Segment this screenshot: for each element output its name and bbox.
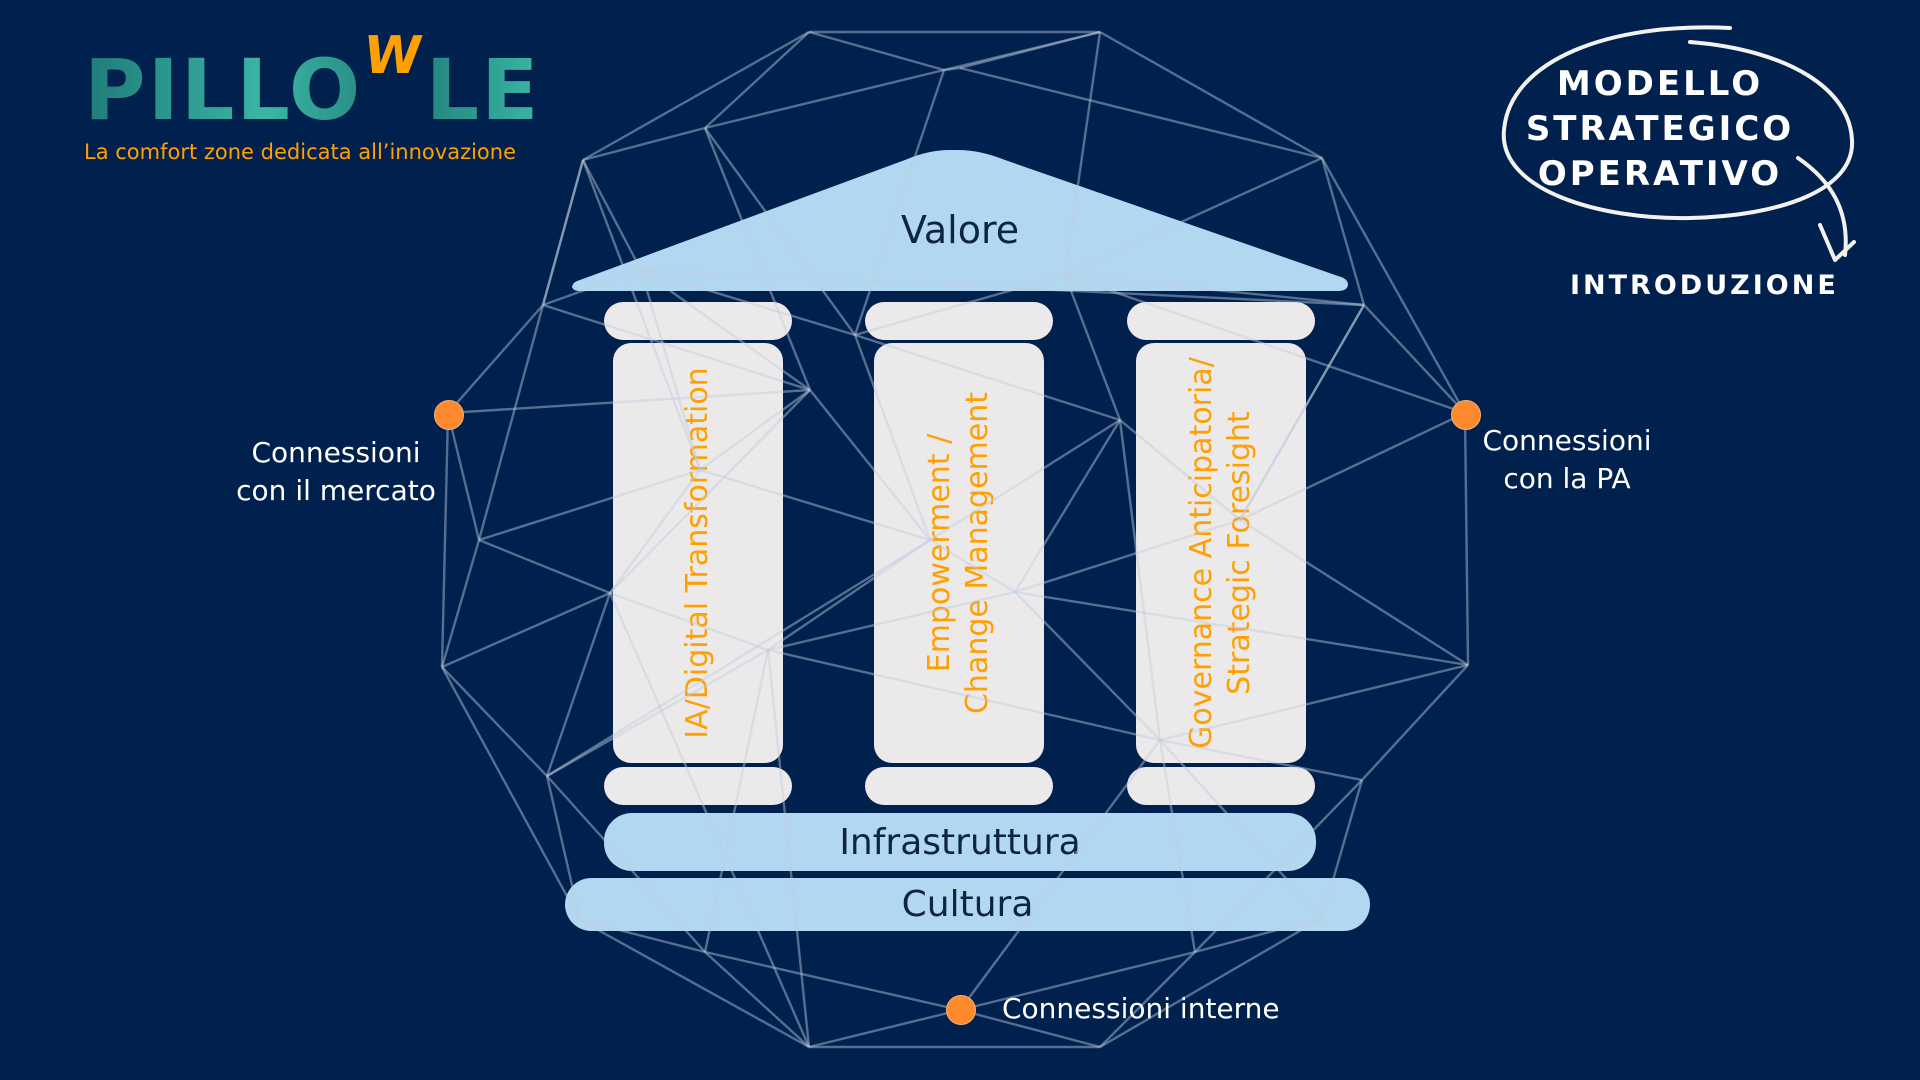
label-connections-pa: Connessioni con la PA [1482,424,1652,495]
pillar-3-label: Governance Anticipatoria/ Strategic Fore… [1184,357,1257,749]
pillar-empowerment-change-management: Empowerment / Change Management [874,343,1044,763]
pillar-1-label: IA/Digital Transformation [680,367,715,739]
pillar-ia-digital-transformation: IA/Digital Transformation [613,343,783,763]
pillar-3-capital [1127,302,1315,340]
node-market [434,400,464,430]
roof-label-valore: Valore [900,208,1020,252]
badge-title: MODELLO STRATEGICO OPERATIVO [1525,64,1795,194]
infrastructure-label: Infrastruttura [839,821,1081,863]
pillar-2-label: Empowerment / Change Management [922,391,995,715]
infrastructure-bar: Infrastruttura [604,813,1316,871]
circled-arrow-icon [1501,25,1856,262]
pillar-2-base [865,767,1053,805]
culture-label: Cultura [901,884,1034,925]
node-pa [1451,400,1481,430]
node-internal [946,995,976,1025]
logo-wordmark-left: PILLO [84,41,363,139]
pillar-1-base [604,767,792,805]
pillar-3-base [1127,767,1315,805]
section-badge: MODELLO STRATEGICO OPERATIVO INTRODUZION… [1490,20,1870,320]
pillar-2-capital [865,302,1053,340]
badge-subtitle: INTRODUZIONE [1570,270,1839,301]
logo-wordmark-right: LE [425,41,541,139]
pillar-governance-strategic-foresight: Governance Anticipatoria/ Strategic Fore… [1136,343,1306,763]
pillar-1-capital [604,302,792,340]
culture-bar: Cultura [565,878,1370,931]
logo-tagline: La comfort zone dedicata all’innovazione [84,140,517,164]
logo-w-letter: W [360,26,428,86]
label-connections-market: Connessioni con il mercato [236,436,436,507]
label-connections-internal: Connessioni interne [1002,992,1280,1025]
